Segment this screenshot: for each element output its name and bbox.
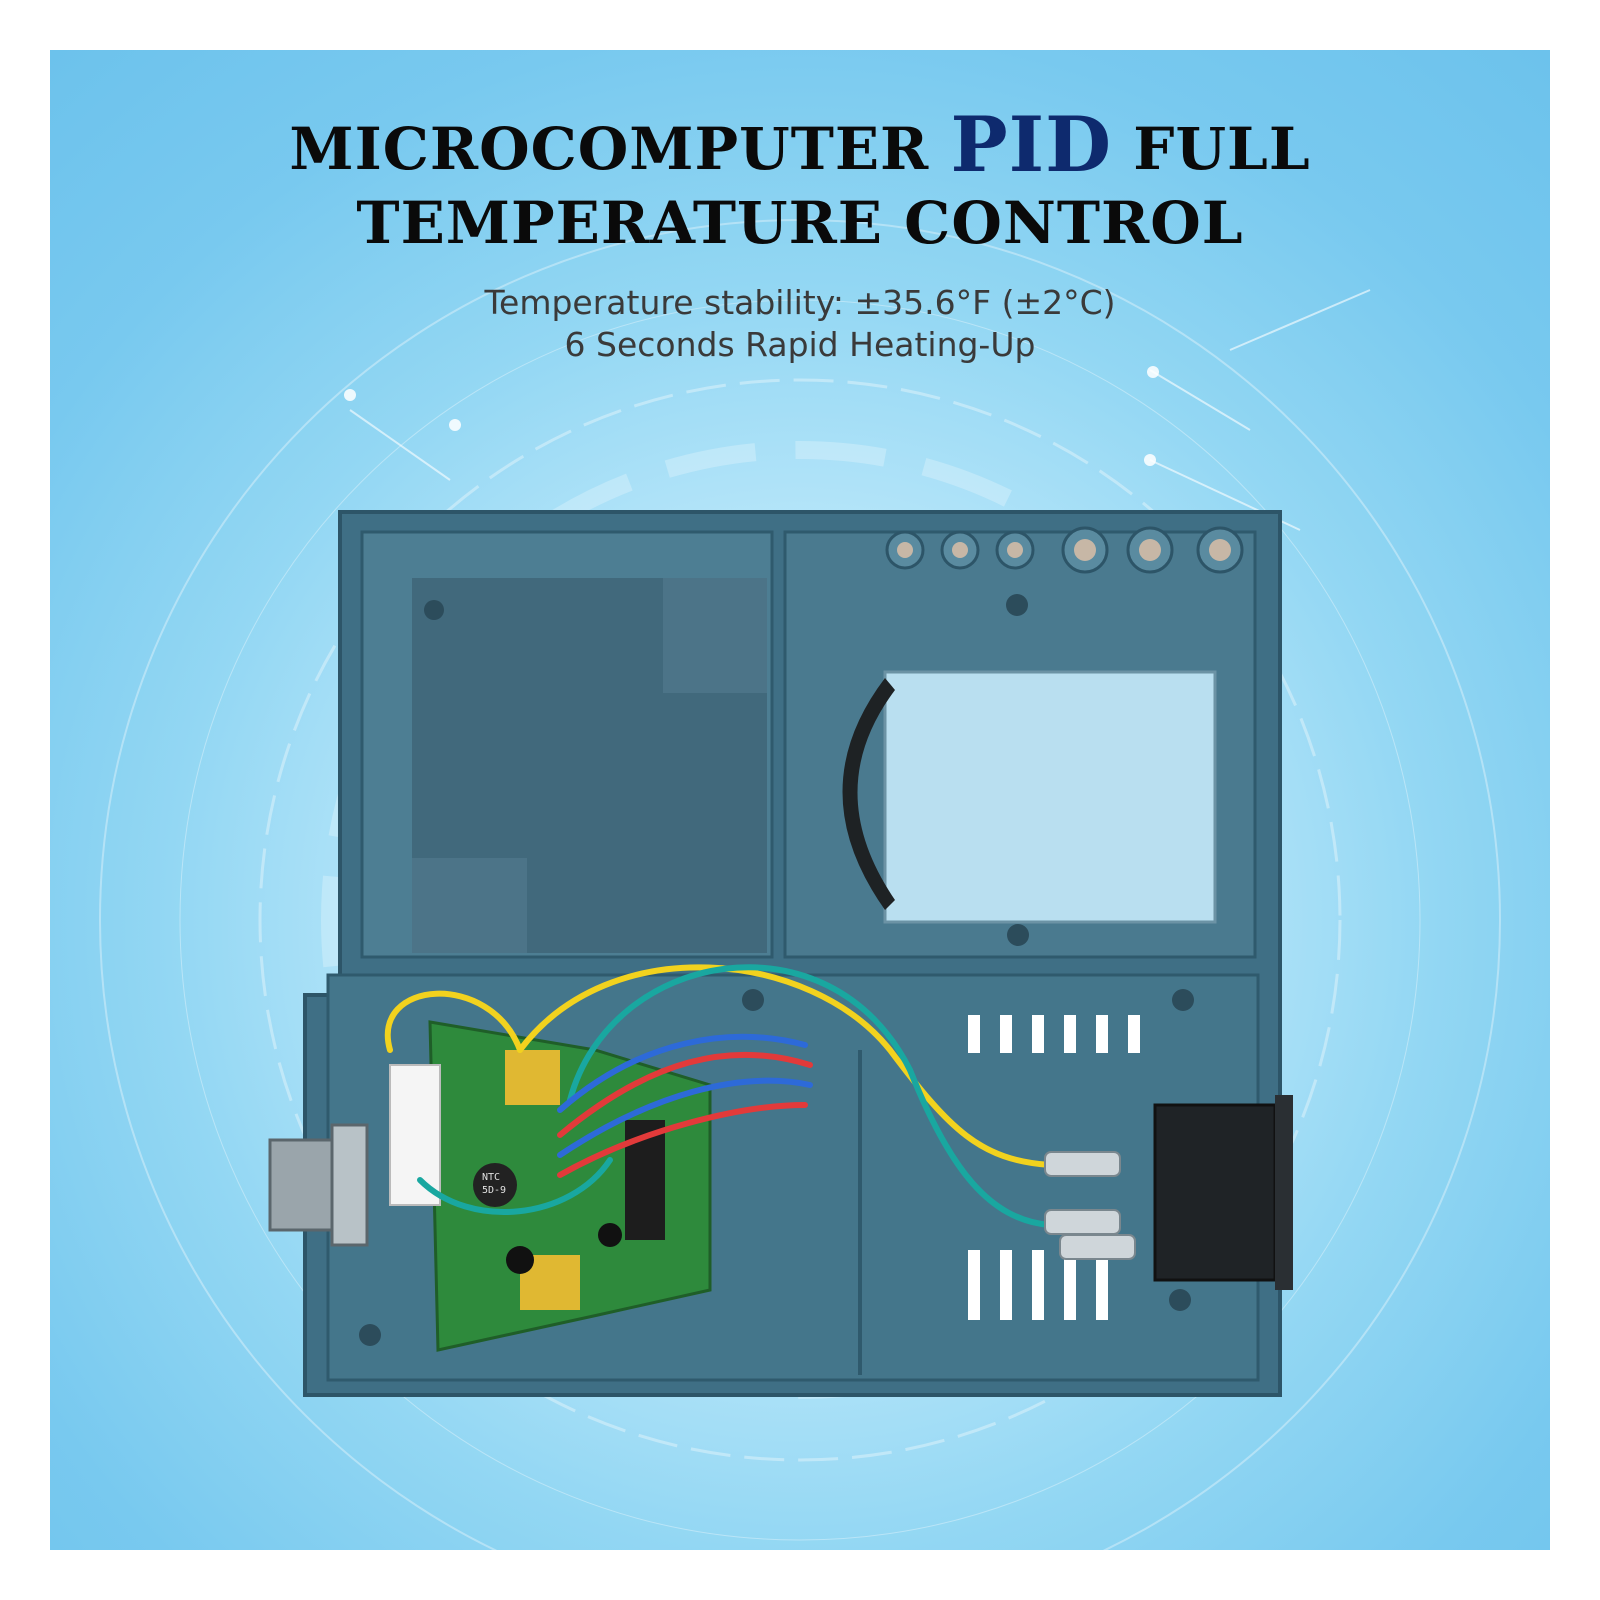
ntc-value-label: 5D-9 (482, 1185, 506, 1196)
headline-accent-pid: PID (950, 100, 1113, 189)
power-socket (1153, 1103, 1277, 1282)
headline: MICROCOMPUTER PID FULL TEMPERATURE CONTR… (50, 107, 1550, 260)
soldering-station-illustration: NTC 5D-9 (268, 510, 1293, 1397)
headline-word-full: FULL (1133, 115, 1311, 183)
spade-terminals (1044, 1151, 1136, 1260)
vent-slots (968, 1015, 1140, 1320)
subtitle: Temperature stability: ±35.6°F (±2°C) 6 … (50, 282, 1550, 366)
wires (384, 964, 1053, 1228)
rubber-grommet (842, 678, 895, 910)
subtitle-stability: Temperature stability: ±35.6°F (±2°C) (484, 283, 1116, 322)
headline-line-1: MICROCOMPUTER PID FULL (50, 107, 1550, 186)
handle-cutout (883, 670, 1217, 924)
product-banner: MICROCOMPUTER PID FULL TEMPERATURE CONTR… (50, 50, 1550, 1550)
headline-word-microcomputer: MICROCOMPUTER (289, 115, 930, 183)
ntc-label: NTC (482, 1172, 500, 1183)
headline-line-2: TEMPERATURE CONTROL (356, 189, 1244, 257)
subtitle-heating: 6 Seconds Rapid Heating-Up (564, 325, 1036, 364)
